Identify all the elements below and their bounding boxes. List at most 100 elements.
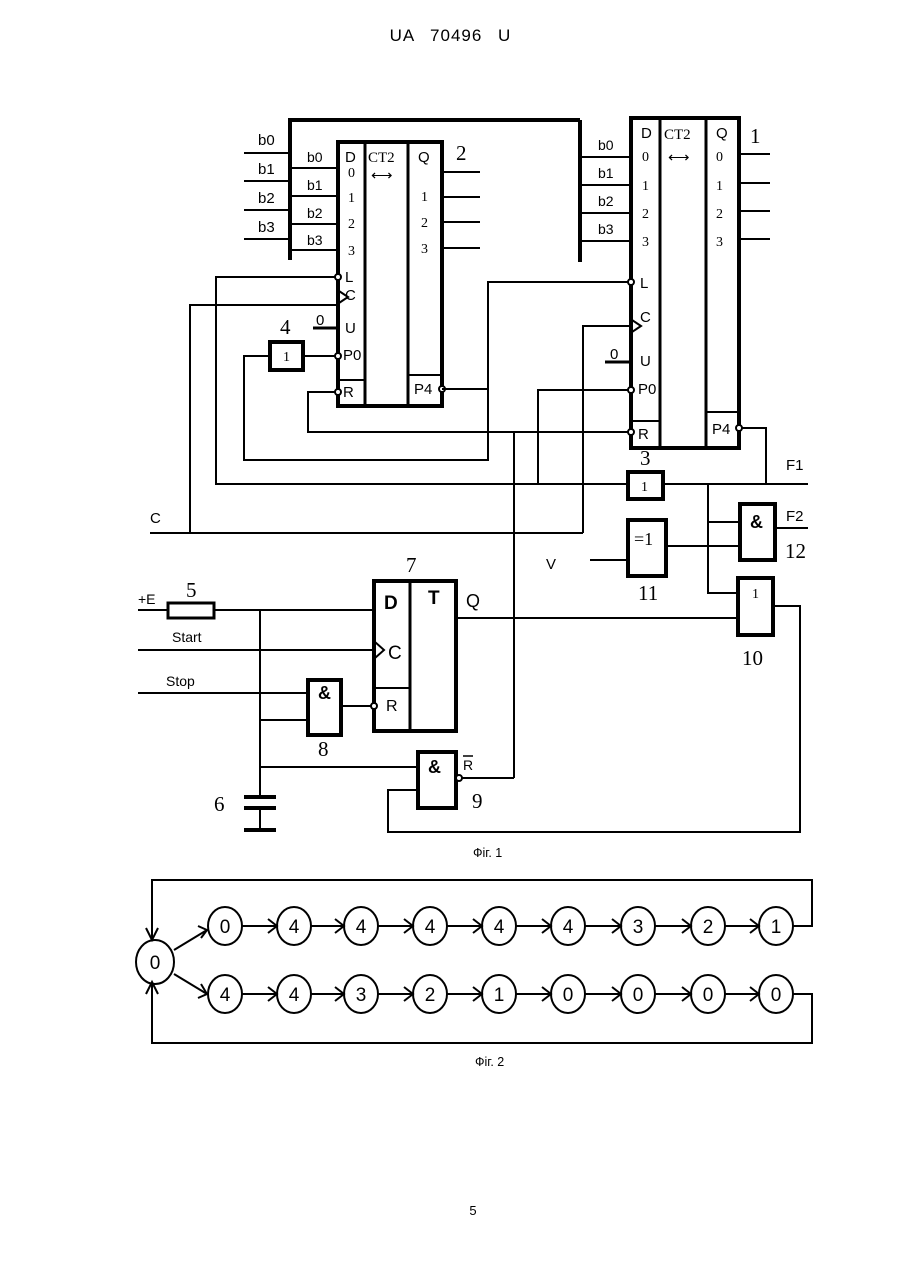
ct2-left-q2: 2 [421, 216, 428, 231]
ct2-left-title: CT2 [368, 150, 395, 166]
state-label: 4 [425, 917, 436, 938]
ct2-left-pin-l: L [345, 269, 353, 286]
signal-f2: F2 [786, 508, 804, 525]
state-start: 0 [150, 953, 161, 974]
ct2-right-pin-p0: P0 [638, 381, 656, 398]
figure-1-caption: Фіг. 1 [473, 846, 502, 860]
state-label: 2 [425, 985, 436, 1006]
signal-f1: F1 [786, 457, 804, 474]
state-label: 1 [494, 985, 505, 1006]
signal-v: V [546, 556, 556, 573]
ct2-right-q1: 1 [716, 179, 723, 194]
bus-inner-b2: b2 [307, 205, 323, 221]
state-label: 0 [703, 985, 714, 1006]
ct2-right-u-value: 0 [610, 346, 618, 363]
ref-9: 9 [472, 789, 483, 813]
state-label: 4 [356, 917, 367, 938]
counter-1 [628, 118, 770, 448]
bus-left-b0: b0 [258, 132, 275, 149]
bus-inner-b0: b0 [307, 149, 323, 165]
figure-2-caption: Фіг. 2 [475, 1055, 504, 1069]
bus-left-b1: b1 [258, 161, 275, 178]
state-label: 4 [494, 917, 505, 938]
ct2-left-pin-u: U [345, 320, 356, 337]
ct2-right-q-label: Q [716, 125, 728, 142]
ref-8: 8 [318, 737, 329, 761]
ct2-right-q0: 0 [716, 150, 723, 165]
ct2-right-d2: 2 [642, 207, 649, 222]
ct2-right-pin-r: R [638, 426, 649, 443]
figure-2-state-graph [136, 880, 812, 1043]
ref-7: 7 [406, 553, 417, 577]
state-label: 0 [563, 985, 574, 1006]
ct2-left-d-label: D [345, 149, 356, 166]
ct2-right-pin-l: L [640, 275, 648, 292]
page-number: 5 [0, 1203, 901, 1218]
ct2-left-q-label: Q [418, 149, 430, 166]
ct2-left-u-value: 0 [316, 312, 324, 329]
trigger-7-q: Q [466, 591, 480, 611]
ct2-left-q3: 3 [421, 242, 428, 257]
signal-c: C [150, 510, 161, 527]
signal-r-bar: R [463, 757, 473, 773]
state-label: 3 [633, 917, 644, 938]
bus-right-b3: b3 [598, 221, 614, 237]
ct2-right-p4: P4 [712, 421, 730, 438]
ct2-right-d3: 3 [642, 235, 649, 250]
ct2-left-pin-r: R [343, 384, 354, 401]
ref-12: 12 [785, 539, 806, 563]
ct2-right-q3: 3 [716, 235, 723, 250]
ct2-right-q2: 2 [716, 207, 723, 222]
trigger-7-t: T [428, 588, 440, 609]
trigger-7-d: D [384, 593, 398, 614]
ref-4: 4 [280, 315, 291, 339]
ct2-right-d1: 1 [642, 179, 649, 194]
ref-3: 3 [640, 446, 651, 470]
state-label: 0 [220, 917, 231, 938]
bus-inner-b3: b3 [307, 232, 323, 248]
ct2-left-d3: 3 [348, 244, 355, 259]
state-label: 4 [289, 985, 300, 1006]
ct2-left-bidir-arrow: ⟷ [371, 168, 393, 184]
state-label: 0 [633, 985, 644, 1006]
signal-start: Start [172, 629, 202, 645]
state-label: 0 [771, 985, 782, 1006]
counter-2 [335, 142, 480, 406]
bus-left-b3: b3 [258, 219, 275, 236]
state-label: 3 [356, 985, 367, 1006]
bus-right-b2: b2 [598, 193, 614, 209]
ct2-right-title: CT2 [664, 127, 691, 143]
gate-4-symbol: 1 [283, 350, 290, 365]
ref-11: 11 [638, 581, 658, 605]
ct2-left-d2: 2 [348, 217, 355, 232]
state-label: 4 [220, 985, 231, 1006]
ct2-left-q1: 1 [421, 190, 428, 205]
ct2-right-pin-u: U [640, 353, 651, 370]
ref-5: 5 [186, 578, 197, 602]
state-label: 4 [289, 917, 300, 938]
bus-left-b2: b2 [258, 190, 275, 207]
state-label: 4 [563, 917, 574, 938]
ct2-left-pin-p0: P0 [343, 347, 361, 364]
ct2-left-p4: P4 [414, 381, 432, 398]
signal-e: +E [138, 591, 156, 607]
state-label: 1 [771, 917, 782, 938]
gate-3-symbol: 1 [641, 480, 648, 495]
ref-6: 6 [214, 792, 225, 816]
gate-10-symbol: 1 [752, 587, 759, 602]
ref-1: 1 [750, 124, 761, 148]
signal-stop: Stop [166, 673, 195, 689]
ref-2: 2 [456, 141, 467, 165]
ct2-right-bidir-arrow: ⟷ [668, 150, 690, 166]
gate-12-symbol: & [750, 512, 763, 532]
ct2-left-d0: 0 [348, 166, 355, 181]
trigger-7-c: C [388, 643, 402, 664]
ct2-right-d-label: D [641, 125, 652, 142]
ct2-left-pin-c: C [345, 287, 356, 304]
gate-11-symbol: =1 [634, 529, 653, 549]
state-label: 2 [703, 917, 714, 938]
ct2-left-d1: 1 [348, 191, 355, 206]
bus-right-b0: b0 [598, 137, 614, 153]
gate-9-symbol: & [428, 757, 441, 777]
